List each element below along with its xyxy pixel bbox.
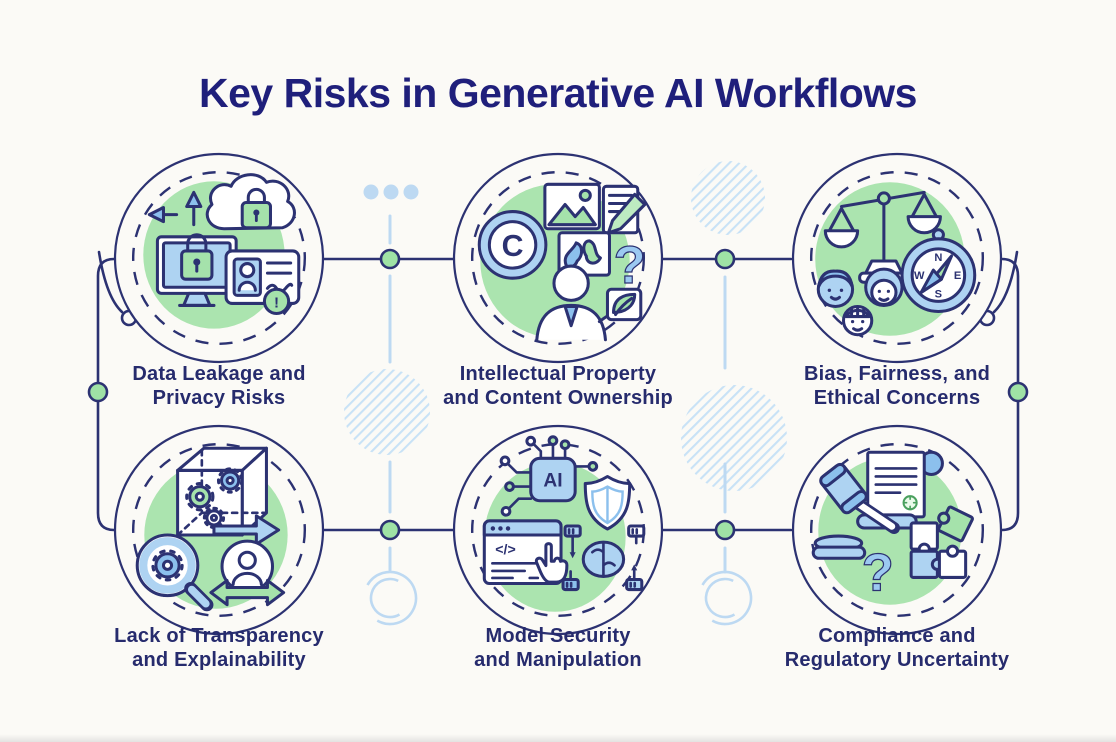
label-line: and Manipulation [474, 649, 642, 671]
node-model-security: AI </> [452, 424, 664, 636]
label-line: Compliance and [818, 625, 976, 647]
compass-east-label: E [954, 270, 961, 282]
hatch-circle-decoration [344, 369, 430, 455]
node-dots [87, 248, 1029, 541]
hatch-circle-decoration [691, 161, 765, 235]
label-line: Privacy Risks [152, 387, 286, 409]
puzzle-pieces-icon [909, 505, 974, 579]
node-dashed-ring [470, 170, 646, 346]
alert-glyph: ! [274, 294, 279, 311]
node-dashed-ring [809, 442, 985, 618]
compass-icon: N E S W [900, 228, 977, 314]
compass-south-label: S [935, 288, 942, 300]
hatch-circle-decoration [681, 385, 787, 491]
node-label-transparency: Lack of Transparency and Explainability [69, 624, 369, 672]
label-line: Intellectual Property [459, 363, 657, 385]
swirl-decoration [697, 570, 753, 626]
image-icon [543, 182, 601, 231]
node-label-data-leakage: Data Leakage and Privacy Risks [69, 362, 369, 410]
copyright-glyph: C [502, 230, 524, 263]
label-line: Lack of Transparency [114, 625, 324, 647]
ai-chip-shield-icon: AI [499, 435, 632, 531]
node-dashed-ring [131, 170, 307, 346]
code-glyph: </> [495, 541, 515, 557]
node-label-model-security: Model Security and Manipulation [408, 624, 708, 672]
page-title: Key Risks in Generative AI Workflows [199, 70, 917, 116]
node-dashed-ring [131, 442, 307, 618]
node-intellectual-property: C ? [452, 152, 664, 364]
id-card-alert-icon: ! [224, 249, 301, 316]
guide-lines [388, 214, 727, 574]
node-compliance-regulatory: ? [791, 424, 1003, 636]
neural-brain-icon [561, 524, 646, 592]
monitor-lock-icon [155, 233, 238, 307]
node-label-compliance: Compliance and Regulatory Uncertainty [747, 624, 1047, 672]
node-label-bias-fairness: Bias, Fairness, and Ethical Concerns [747, 362, 1047, 410]
gavel-icon [811, 462, 901, 560]
swirl-decoration [362, 570, 418, 626]
black-box-gears-icon [176, 446, 268, 537]
person-exchange-arrows-icon [209, 514, 286, 607]
leaf-badge-icon [605, 287, 643, 322]
label-line: Ethical Concerns [813, 387, 981, 409]
copyright-icon: C [477, 210, 548, 280]
dots-decoration [363, 184, 419, 200]
diverse-faces-icon [816, 267, 904, 337]
ai-chip-label: AI [543, 471, 562, 492]
code-window-click-icon: </> [482, 519, 569, 586]
label-line: and Explainability [132, 649, 306, 671]
label-line: Data Leakage and [132, 363, 306, 385]
page-bottom-edge [0, 734, 1116, 742]
document-pencil-icon [601, 184, 647, 235]
compass-west-label: W [914, 270, 925, 282]
question-mark-icon: ? [862, 544, 894, 603]
question-mark-icon: ? [614, 236, 646, 295]
label-line: Model Security [485, 625, 631, 647]
label-line: Bias, Fairness, and [803, 363, 991, 385]
node-dashed-ring [809, 170, 985, 346]
node-label-intellectual-property: Intellectual Property and Content Owners… [408, 362, 708, 410]
magnifier-gear-icon [135, 533, 214, 612]
label-line: and Content Ownership [443, 387, 673, 409]
compass-north-label: N [934, 252, 942, 264]
label-line: Regulatory Uncertainty [784, 649, 1010, 671]
person-question-icon [535, 264, 630, 342]
node-transparency-explainability [113, 424, 325, 636]
cloud-lock-icon [205, 173, 296, 231]
node-bias-fairness-ethics: N E S W [791, 152, 1003, 364]
node-data-leakage-privacy: ! [113, 152, 325, 364]
justice-scale-icon [823, 190, 942, 284]
